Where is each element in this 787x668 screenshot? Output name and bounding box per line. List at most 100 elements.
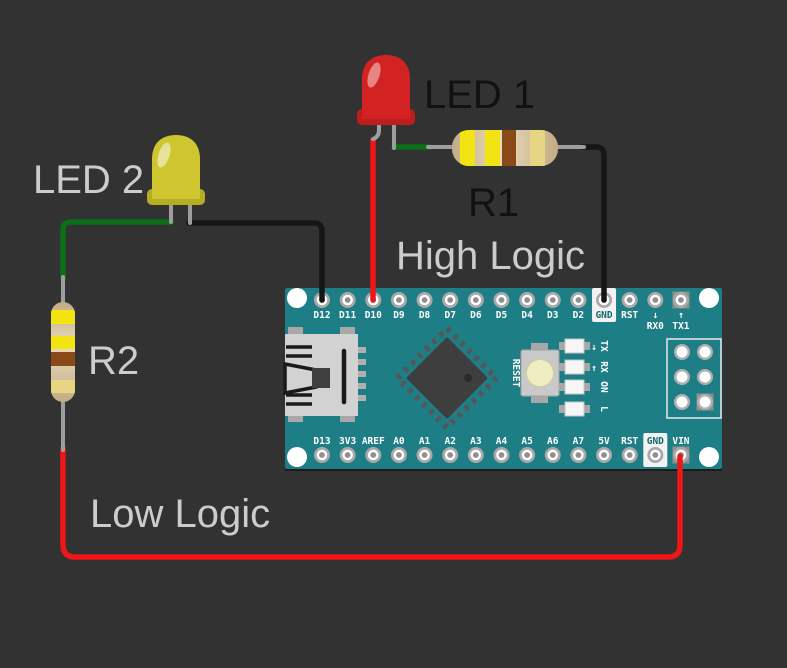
resistor-r2[interactable] <box>51 275 75 452</box>
icsp-header[interactable] <box>666 338 722 419</box>
mounting-hole <box>699 288 719 308</box>
icsp-pin[interactable] <box>674 369 690 385</box>
band-2 <box>485 130 500 166</box>
led1-label: LED 1 <box>424 73 535 117</box>
pin-d5[interactable]: D5 <box>493 292 510 321</box>
pin-label: GND <box>647 436 664 447</box>
resistor-r1[interactable] <box>426 130 586 166</box>
r1-label: R1 <box>468 181 519 225</box>
band-2 <box>51 336 75 349</box>
pin-d9[interactable]: D9 <box>390 292 407 321</box>
pin-label: AREF <box>362 436 385 447</box>
pin-a7[interactable]: A7 <box>570 436 587 463</box>
led-dome <box>362 55 410 119</box>
mounting-hole <box>287 288 307 308</box>
indicator-led-on: ON <box>559 379 609 395</box>
led-highlight <box>157 142 171 168</box>
pin-d3[interactable]: D3 <box>544 292 561 321</box>
pin-d13[interactable]: D13 <box>313 436 331 463</box>
indicator-arrow: ↑ <box>591 363 597 374</box>
pin-a6[interactable]: A6 <box>544 436 561 463</box>
pin-a3[interactable]: A3 <box>467 436 484 463</box>
pin-d11[interactable]: D11 <box>339 292 356 321</box>
indicator-led-l: L <box>559 401 609 417</box>
high-logic-label: High Logic <box>396 234 585 278</box>
pin-label: D3 <box>547 310 559 321</box>
pin-rst[interactable]: RST <box>621 436 639 463</box>
pin-label: ↑ <box>678 310 684 321</box>
wire-led2-to-r2[interactable] <box>60 219 174 282</box>
pin-a2[interactable]: A2 <box>442 436 459 463</box>
pin-a0[interactable]: A0 <box>390 436 407 463</box>
pin-d7[interactable]: D7 <box>442 292 459 321</box>
pin-label: A7 <box>573 436 584 447</box>
pin-label: D2 <box>573 310 584 321</box>
pin-a4[interactable]: A4 <box>493 436 510 463</box>
band-4 <box>530 130 545 166</box>
pin-label: 5V <box>598 436 610 447</box>
indicator-arrow: ↓ <box>591 342 597 353</box>
pin-a5[interactable]: A5 <box>519 436 536 463</box>
pin-d8[interactable]: D8 <box>416 292 433 321</box>
pin-label: A0 <box>393 436 405 447</box>
indicator-label: ON <box>598 381 609 393</box>
led2[interactable] <box>147 135 205 225</box>
icsp-pin[interactable] <box>674 394 690 410</box>
wire-r2-to-vin[interactable] <box>60 445 683 560</box>
pin-label: TX1 <box>672 321 689 332</box>
wires <box>60 137 683 560</box>
board-pcb <box>285 288 722 469</box>
pin-5v[interactable]: 5V <box>596 436 613 463</box>
led1[interactable] <box>357 55 415 150</box>
pin-label: D6 <box>470 310 482 321</box>
pin-label: D12 <box>313 310 330 321</box>
pin-label: RST <box>621 310 638 321</box>
pin-label: ↓ <box>652 310 658 321</box>
indicator-label: L <box>598 406 609 412</box>
pin-label: D7 <box>444 310 455 321</box>
pin-d6[interactable]: D6 <box>467 292 484 321</box>
pin-rx0[interactable]: ↓RX0 <box>647 292 664 332</box>
pin-label: D13 <box>313 436 330 447</box>
wire-r1-to-gnd[interactable] <box>579 144 607 303</box>
pin-label: 3V3 <box>339 436 356 447</box>
pin-tx1[interactable]: ↑TX1 <box>672 291 690 333</box>
pin-d2[interactable]: D2 <box>570 292 587 321</box>
band-3 <box>502 130 516 166</box>
pin-aref[interactable]: AREF <box>362 436 385 463</box>
low-logic-label: Low Logic <box>90 492 270 536</box>
pin-label: A5 <box>521 436 533 447</box>
mcu-chip <box>393 324 501 432</box>
pin-3v3[interactable]: 3V3 <box>339 436 356 463</box>
icsp-pin[interactable] <box>697 369 713 385</box>
pin-rst[interactable]: RST <box>621 292 639 321</box>
pin-label: D10 <box>365 310 382 321</box>
led2-label: LED 2 <box>33 158 144 202</box>
icsp-pin[interactable] <box>674 344 690 360</box>
indicator-label: TX <box>598 340 609 352</box>
reset-button[interactable]: RESET <box>510 343 560 403</box>
band-4 <box>51 380 75 393</box>
indicator-led-rx: ↑RX <box>559 359 609 375</box>
pin-label: D9 <box>393 310 405 321</box>
pin-label: RST <box>621 436 638 447</box>
pin-label: D4 <box>521 310 533 321</box>
pin-label: GND <box>595 310 612 321</box>
pin-gnd[interactable]: GND <box>643 433 668 467</box>
wire-led2-to-d12[interactable] <box>186 220 325 303</box>
led-dome <box>152 135 200 199</box>
icsp-pin[interactable] <box>696 393 714 411</box>
pin-label: A2 <box>444 436 455 447</box>
chip-pin1-dot <box>464 374 473 382</box>
pin-label: A1 <box>419 436 431 447</box>
pin-d4[interactable]: D4 <box>519 292 536 321</box>
indicator-led-tx: ↓TX <box>559 338 609 354</box>
pin-a1[interactable]: A1 <box>416 436 433 463</box>
pin-label: A3 <box>470 436 482 447</box>
components <box>51 55 586 452</box>
pin-label: D11 <box>339 310 356 321</box>
band-1 <box>51 310 75 324</box>
icsp-pin[interactable] <box>697 344 713 360</box>
